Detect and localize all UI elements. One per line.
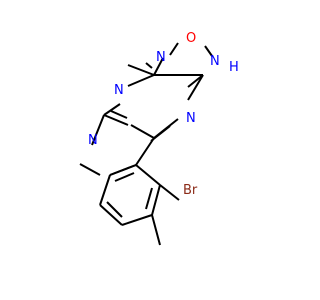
bond <box>106 201 123 218</box>
bond <box>187 74 204 88</box>
furazan-hydrogen-label: H <box>229 60 239 75</box>
bond <box>204 45 213 57</box>
furazan-oxygen-label: O <box>186 31 196 46</box>
furazan-nitrogen-label: N <box>156 50 166 65</box>
furazan-nh-nitrogen-label: N <box>210 54 220 69</box>
bond <box>153 57 164 76</box>
bond <box>169 42 179 56</box>
bond-layer <box>79 42 213 246</box>
bond <box>103 103 121 116</box>
molecule-structure: N O N H N N N Br <box>79 31 239 246</box>
bond <box>91 114 105 146</box>
bond <box>99 204 123 226</box>
pyrazine-nitrogen-right-label: N <box>186 111 196 126</box>
bond <box>135 137 155 166</box>
bond <box>135 164 161 186</box>
bond <box>130 124 155 139</box>
bromine-label: Br <box>183 183 198 198</box>
bond <box>103 114 129 126</box>
bond <box>127 74 155 87</box>
bond <box>79 163 101 176</box>
indole-nitrogen-label: N <box>88 133 98 148</box>
pyrazine-nitrogen-left-label: N <box>114 83 124 98</box>
bond <box>159 184 180 201</box>
bond <box>121 214 153 226</box>
bond <box>109 164 137 176</box>
atom-label-layer: N O N H N N N Br <box>88 31 239 198</box>
bond <box>145 62 153 69</box>
bond <box>127 64 155 76</box>
bond <box>99 174 111 206</box>
bond <box>110 110 128 119</box>
bond <box>151 184 161 216</box>
bond <box>114 172 135 182</box>
bond <box>151 214 161 246</box>
bond <box>187 74 204 101</box>
bond <box>145 187 153 210</box>
